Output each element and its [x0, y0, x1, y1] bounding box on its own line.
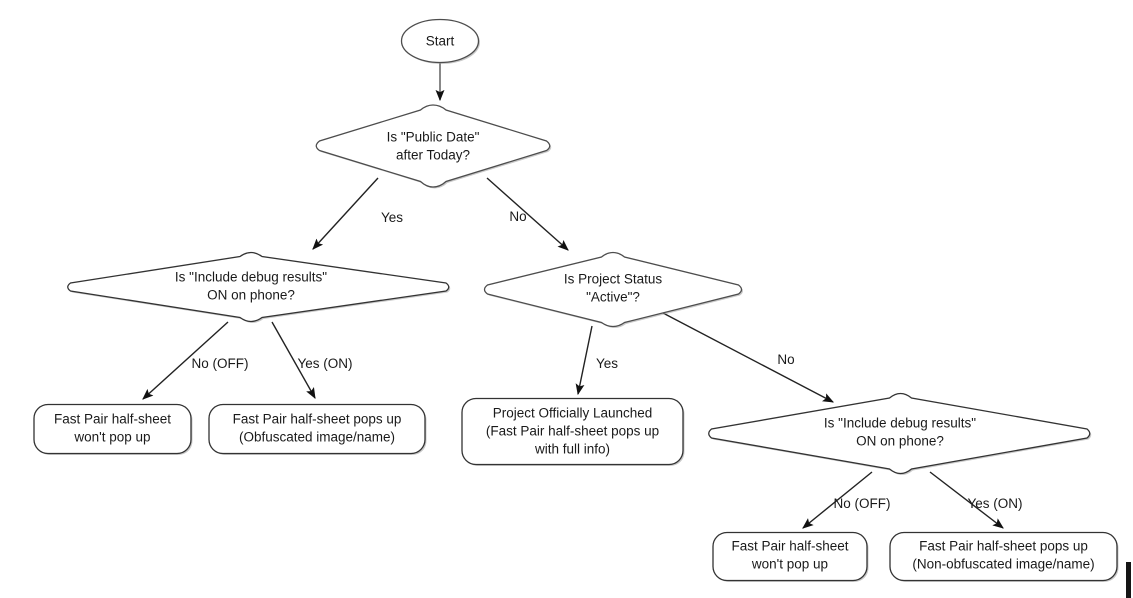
node-no-popup-left[interactable]: Fast Pair half-sheet won't pop up [33, 403, 193, 456]
non-obfuscated-box [889, 531, 1118, 582]
project-status-label-line2: "Active"? [586, 290, 640, 305]
debug-right-label-line1: Is "Include debug results" [824, 416, 976, 431]
public-date-label-line1: Is "Public Date" [387, 130, 480, 145]
edges-layer [142, 63, 1004, 529]
obfuscated-box [208, 403, 426, 455]
no-popup-left-line2: won't pop up [73, 430, 150, 445]
edge-label-debug-left-yes: Yes (ON) [297, 356, 352, 371]
edge-debug-right-no [802, 471, 873, 529]
launched-line1: Project Officially Launched [493, 406, 653, 421]
debug-left-label-line1: Is "Include debug results" [175, 270, 327, 285]
edge-label-debug-left-no: No (OFF) [192, 356, 249, 371]
launched-line2: (Fast Pair half-sheet pops up [486, 424, 659, 439]
node-debug-left-decision[interactable]: Is "Include debug results" ON on phone? [67, 251, 451, 324]
obfuscated-line1: Fast Pair half-sheet pops up [233, 412, 402, 427]
project-status-label-line1: Is Project Status [564, 272, 663, 287]
edge-label-public-date-yes: Yes [381, 210, 403, 225]
edge-debug-left-no [142, 321, 229, 400]
edge-public-date-no [486, 177, 569, 251]
edge-label-public-date-no: No [509, 209, 526, 224]
no-popup-right-line1: Fast Pair half-sheet [731, 539, 848, 554]
debug-left-diamond [67, 251, 450, 323]
node-obfuscated[interactable]: Fast Pair half-sheet pops up (Obfuscated… [208, 403, 427, 456]
node-non-obfuscated[interactable]: Fast Pair half-sheet pops up (Non-obfusc… [889, 531, 1119, 583]
no-popup-left-box [33, 403, 192, 455]
public-date-diamond [315, 104, 551, 188]
launched-line3: with full info) [534, 442, 610, 457]
no-popup-left-line1: Fast Pair half-sheet [54, 412, 171, 427]
node-public-date-decision[interactable]: Is "Public Date" after Today? [315, 104, 552, 189]
non-obfuscated-line1: Fast Pair half-sheet pops up [919, 539, 1088, 554]
node-debug-right-decision[interactable]: Is "Include debug results" ON on phone? [708, 392, 1092, 476]
edge-debug-left-yes [271, 321, 316, 399]
node-project-status-decision[interactable]: Is Project Status "Active"? [483, 251, 744, 329]
edge-label-project-status-no: No [777, 352, 794, 367]
node-start[interactable]: Start [400, 18, 481, 65]
obfuscated-line2: (Obfuscated image/name) [239, 430, 395, 445]
right-edge-artifact [1126, 562, 1131, 598]
edge-label-debug-right-yes: Yes (ON) [967, 496, 1022, 511]
launched-box [461, 397, 684, 466]
edge-debug-right-yes [929, 471, 1004, 529]
start-ellipse [400, 18, 480, 64]
edge-labels-layer: Yes No No (OFF) Yes (ON) Yes No No (OFF)… [192, 209, 1023, 511]
debug-right-label-line2: ON on phone? [856, 434, 944, 449]
edge-label-debug-right-no: No (OFF) [834, 496, 891, 511]
edge-public-date-yes [312, 177, 379, 250]
no-popup-right-box [712, 531, 868, 582]
project-status-diamond [483, 251, 743, 328]
start-label: Start [426, 34, 455, 49]
edge-project-status-yes [575, 325, 593, 396]
no-popup-right-line2: won't pop up [751, 557, 828, 572]
edge-label-project-status-yes: Yes [596, 356, 618, 371]
node-launched[interactable]: Project Officially Launched (Fast Pair h… [461, 397, 685, 467]
public-date-label-line2: after Today? [396, 148, 470, 163]
node-no-popup-right[interactable]: Fast Pair half-sheet won't pop up [712, 531, 869, 583]
non-obfuscated-line2: (Non-obfuscated image/name) [912, 557, 1094, 572]
debug-left-label-line2: ON on phone? [207, 288, 295, 303]
debug-right-diamond [708, 392, 1091, 475]
edge-project-status-no [662, 312, 834, 403]
